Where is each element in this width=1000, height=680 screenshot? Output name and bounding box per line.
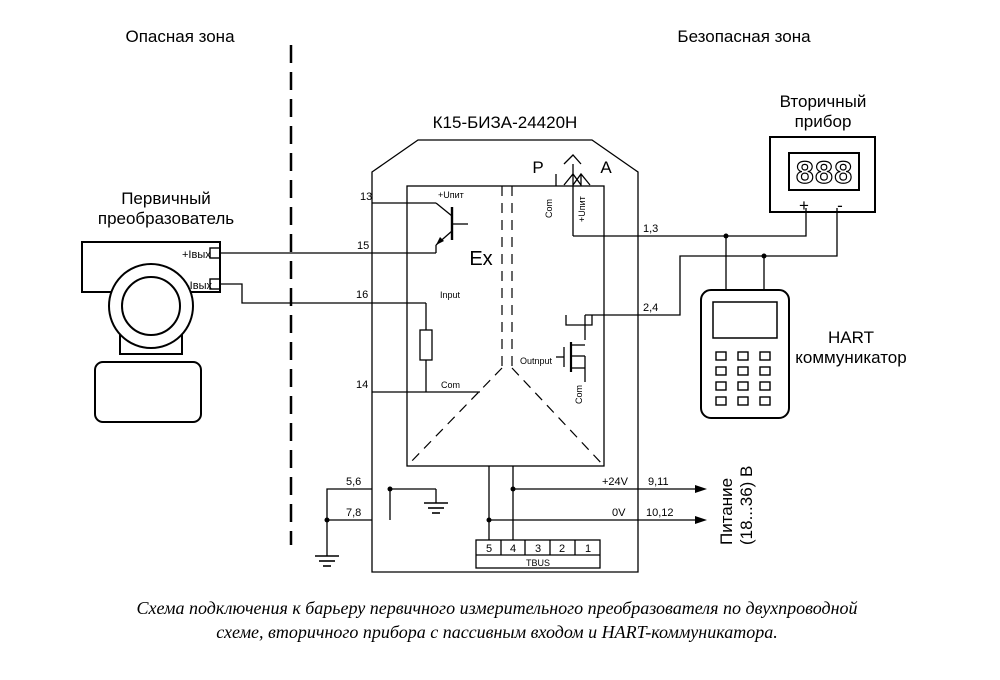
hart-title-1: HART xyxy=(828,328,874,347)
tbus-cell-4: 4 xyxy=(510,543,516,555)
junction-78 xyxy=(324,517,330,523)
hart-communicator xyxy=(700,289,790,419)
mosfet-gate-bridge xyxy=(565,315,593,326)
tbus-cell-5: 5 xyxy=(486,543,492,555)
plus24-label: +24V xyxy=(602,476,629,488)
safe-zone-label: Безопасная зона xyxy=(677,27,811,46)
input-label: Input xyxy=(440,290,461,300)
com-label-left: Com xyxy=(441,380,460,390)
switch-a-label: A xyxy=(600,158,612,177)
wire-pin56 xyxy=(326,488,372,556)
hart-title-2: коммуникатор xyxy=(795,348,906,367)
barrier-inner-block xyxy=(406,185,605,467)
switch-p-label: P xyxy=(532,158,543,177)
pin-56-label: 5,6 xyxy=(346,476,361,488)
switch-jumper xyxy=(563,154,582,165)
isolation-diagonal-right xyxy=(511,367,605,467)
com-label-output: Com xyxy=(574,385,584,404)
caption-line-2: схеме, вторичного прибора с пассивным вх… xyxy=(216,622,777,642)
primary-transducer-base xyxy=(94,361,202,423)
hart-screen xyxy=(712,301,778,339)
primary-title-1: Первичный xyxy=(121,189,211,208)
tbus-cell-2: 2 xyxy=(559,543,565,555)
com-label-switch: Com xyxy=(544,199,554,218)
hart-keypad xyxy=(715,351,771,406)
arrow-zero xyxy=(695,516,707,524)
tbus-cell-3: 3 xyxy=(535,543,541,555)
supply-label: +Uпит xyxy=(438,190,464,200)
ground-icon-right xyxy=(424,502,448,514)
supply-label-switch: +Uпит xyxy=(577,196,587,222)
arrow-plus24 xyxy=(695,485,707,493)
secondary-display-value: 888 xyxy=(795,156,853,193)
primary-minus-out: -Iвых xyxy=(186,280,212,292)
tbus-connector: 5 4 3 2 1 TBUS xyxy=(475,539,601,569)
pin-911-label: 9,11 xyxy=(648,476,669,488)
pin-14-label: 14 xyxy=(356,379,368,391)
danger-zone-label: Опасная зона xyxy=(125,27,235,46)
secondary-display xyxy=(788,152,860,191)
isolation-diagonal-left xyxy=(406,367,503,467)
caption-line-1: Схема подключения к барьеру первичного и… xyxy=(136,598,857,618)
primary-transducer-face xyxy=(121,276,181,336)
power-label-1: Питание xyxy=(717,478,736,545)
ground-icon-left xyxy=(315,555,339,567)
pin-15-label: 15 xyxy=(357,240,369,252)
primary-title-2: преобразователь xyxy=(98,209,234,228)
transistor-arrow xyxy=(436,237,444,245)
pin-13-label: 13 xyxy=(360,191,372,203)
secondary-title-1: Вторичный xyxy=(780,92,867,111)
zero-label: 0V xyxy=(612,507,626,519)
pin-24-label: 2,4 xyxy=(643,302,658,314)
power-label-2: (18...36) В xyxy=(737,466,756,545)
wire-pin13-right xyxy=(573,208,807,237)
primary-terminal-minus xyxy=(209,278,221,290)
junction-zero xyxy=(486,517,492,523)
primary-terminal-plus xyxy=(209,247,221,259)
tbus-cell-1: 1 xyxy=(585,543,591,555)
secondary-minus: - xyxy=(837,196,843,215)
secondary-title-2: прибор xyxy=(795,112,852,131)
pin-78-label: 7,8 xyxy=(346,507,361,519)
pin-16-label: 16 xyxy=(356,289,368,301)
transistor-collector xyxy=(435,202,453,217)
primary-plus-out: +Iвых xyxy=(182,249,211,261)
outnput-label: Outnput xyxy=(520,356,553,366)
ex-mark: Ex xyxy=(469,248,492,270)
wire-pin16 xyxy=(220,283,426,304)
pin-1012-label: 10,12 xyxy=(646,507,674,519)
secondary-instrument xyxy=(769,136,876,213)
secondary-plus: + xyxy=(799,196,809,215)
tbus-label: TBUS xyxy=(526,558,550,568)
input-resistor xyxy=(419,329,433,361)
wire-pin24-right xyxy=(645,208,838,316)
pin-13r-label: 1,3 xyxy=(643,223,658,235)
barrier-housing xyxy=(371,139,639,573)
junction-plus24 xyxy=(510,486,516,492)
barrier-model-title: К15-БИЗА-24420Н xyxy=(433,113,578,132)
